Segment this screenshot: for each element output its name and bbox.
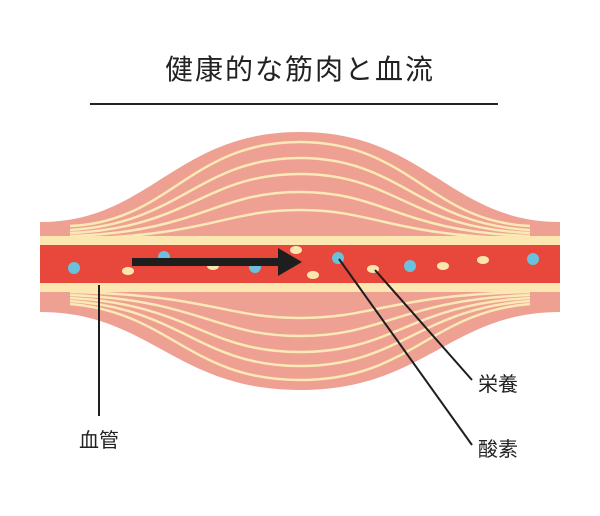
oxygen-particle	[404, 260, 416, 272]
nutrient-particle	[290, 246, 302, 254]
nutrient-leader-line	[374, 269, 473, 381]
oxygen-particle	[527, 253, 539, 265]
oxygen-particles	[68, 251, 539, 274]
title-underline	[90, 103, 498, 105]
nutrient-label: 栄養	[478, 372, 518, 396]
nutrient-particle	[437, 262, 449, 270]
diagram-title: 健康的な筋肉と血流	[164, 53, 435, 86]
muscle-fibers-upper	[69, 140, 531, 241]
nutrient-particle	[307, 271, 319, 279]
blood-vessel-label: 血管	[79, 428, 119, 452]
oxygen-leader-line	[338, 258, 473, 446]
oxygen-label: 酸素	[478, 437, 518, 461]
nutrient-particle	[477, 256, 489, 264]
oxygen-particle	[68, 262, 80, 274]
muscle-fibers-lower	[69, 290, 531, 382]
leader-lines	[98, 258, 473, 446]
flow-direction-arrow-icon	[132, 248, 302, 276]
nutrient-particle	[122, 267, 134, 275]
